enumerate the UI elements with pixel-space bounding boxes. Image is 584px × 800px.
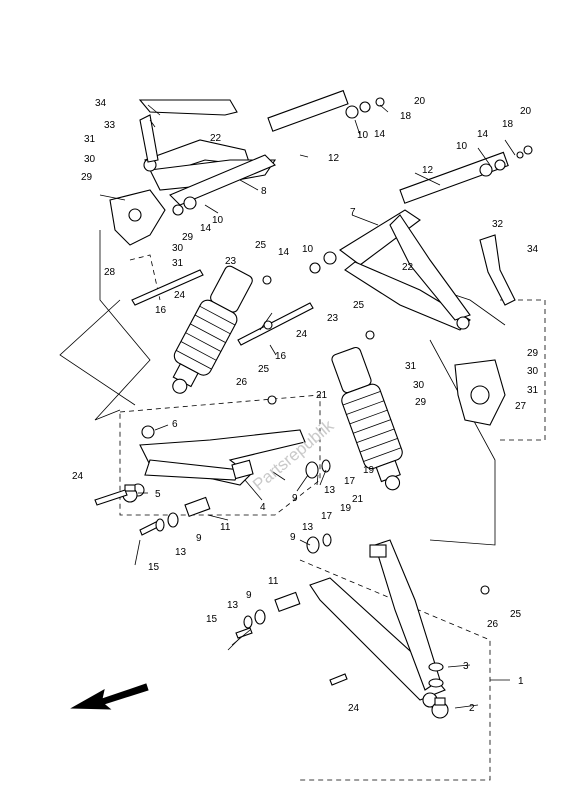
callout-19b: 19 (340, 503, 352, 514)
callout-19a: 19 (363, 465, 375, 476)
knuckle-left (99, 189, 166, 246)
callout-31d: 31 (405, 361, 417, 372)
callout-4: 4 (260, 502, 266, 513)
callout-33: 33 (104, 120, 116, 131)
callout-22a: 22 (210, 133, 222, 144)
callout-10d: 10 (302, 244, 314, 255)
callout-24a: 24 (174, 290, 186, 301)
callout-31a: 31 (84, 134, 96, 145)
callout-29b: 29 (182, 232, 194, 243)
callout-32: 32 (492, 219, 504, 230)
callout-34a: 34 (95, 98, 107, 109)
callout-22b: 22 (402, 262, 414, 273)
callout-13c: 13 (302, 522, 314, 533)
leader-lines (134, 104, 516, 709)
callout-10c: 10 (456, 141, 468, 152)
callout-29c: 29 (527, 348, 539, 359)
upper-arm-right (339, 151, 509, 331)
watermark-text: Partsrepublik (249, 416, 338, 495)
callout-30c: 30 (527, 366, 539, 377)
callout-21b: 21 (352, 494, 364, 505)
callout-12b: 12 (422, 165, 434, 176)
callout-17b: 17 (321, 511, 333, 522)
lower-arm-lower (309, 539, 446, 708)
callout-16b: 16 (275, 351, 287, 362)
callout-10a: 10 (212, 215, 224, 226)
callout-9b: 9 (196, 533, 202, 544)
callout-11b: 11 (268, 576, 279, 587)
shock-absorber-left (172, 265, 253, 394)
callout-8: 8 (261, 186, 267, 197)
lower-arm-upper (131, 429, 306, 497)
callout-23b: 23 (327, 313, 339, 324)
callout-27: 27 (515, 401, 527, 412)
callout-13d: 13 (227, 600, 239, 611)
callout-18a: 18 (400, 111, 412, 122)
callout-14b: 14 (374, 129, 386, 140)
callout-5: 5 (155, 489, 161, 500)
callout-30b: 30 (172, 243, 184, 254)
callout-25a: 25 (255, 240, 267, 251)
knuckle-right (454, 359, 506, 426)
callout-labels: 1 2 3 4 5 6 7 8 9 9 9 9 10 10 10 10 11 1… (72, 96, 539, 714)
callout-17a: 17 (344, 476, 356, 487)
callout-24b: 24 (296, 329, 308, 340)
callout-15b: 15 (206, 614, 218, 625)
callout-26b: 26 (487, 619, 499, 630)
callout-15a: 15 (148, 562, 160, 573)
upper-arm-left (138, 89, 349, 206)
ball-joints (122, 484, 449, 719)
callout-25b: 25 (353, 300, 365, 311)
callout-18b: 18 (502, 119, 514, 130)
callout-20b: 20 (520, 106, 532, 117)
callout-23a: 23 (225, 256, 237, 267)
callout-14c: 14 (477, 129, 489, 140)
callout-16a: 16 (155, 305, 167, 316)
callout-10b: 10 (357, 130, 369, 141)
callout-3: 3 (463, 661, 469, 672)
callout-29a: 29 (81, 172, 93, 183)
callout-24c: 24 (72, 471, 84, 482)
callout-28: 28 (104, 267, 116, 278)
callout-31b: 31 (172, 258, 184, 269)
callout-25c: 25 (258, 364, 270, 375)
callout-2: 2 (469, 703, 475, 714)
callout-31c: 31 (527, 385, 539, 396)
brackets (139, 114, 516, 306)
callout-12a: 12 (328, 153, 340, 164)
callout-13b: 13 (175, 547, 187, 558)
callout-30a: 30 (84, 154, 96, 165)
callout-7: 7 (350, 207, 356, 218)
callout-29d: 29 (415, 397, 427, 408)
front-arrow-icon (70, 683, 149, 710)
callout-24d: 24 (348, 703, 360, 714)
callout-20a: 20 (414, 96, 426, 107)
callout-26a: 26 (236, 377, 248, 388)
callout-34b: 34 (527, 244, 539, 255)
callout-11a: 11 (220, 522, 231, 533)
callout-1: 1 (518, 676, 524, 687)
callout-9c: 9 (290, 532, 296, 543)
callout-21a: 21 (316, 390, 328, 401)
callout-9a: 9 (292, 493, 298, 504)
fasteners (94, 97, 533, 688)
callout-14a: 14 (200, 223, 212, 234)
callout-9d: 9 (246, 590, 252, 601)
callout-30d: 30 (413, 380, 425, 391)
shock-absorber-right (331, 346, 403, 491)
callout-13a: 13 (324, 485, 336, 496)
callout-25d: 25 (510, 609, 522, 620)
callout-14d: 14 (278, 247, 290, 258)
callout-6: 6 (172, 419, 178, 430)
